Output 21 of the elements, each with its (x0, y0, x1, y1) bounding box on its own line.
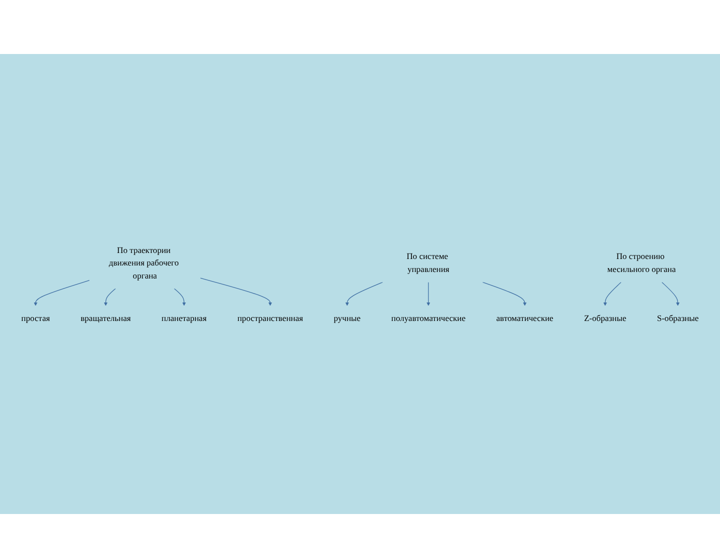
node-text: вращательная (80, 313, 131, 323)
node-text: S-образные (656, 313, 699, 323)
node-text: автоматические (496, 313, 554, 323)
node-text: пространственная (237, 313, 304, 323)
node-text: планетарная (162, 313, 207, 323)
arrow (603, 282, 622, 306)
node-text: Z-образные (584, 313, 626, 323)
node-text: ручные (334, 313, 361, 323)
arrow (345, 282, 384, 306)
arrow (34, 280, 90, 306)
node-text: простая (21, 313, 50, 323)
node-text: полуавтоматические (391, 313, 466, 323)
arrow (662, 282, 680, 306)
node-text: По траектории движения рабочего органа (108, 245, 179, 280)
arrow (174, 288, 186, 306)
node-text: По строению месильного органа (607, 252, 676, 274)
arrow (482, 282, 527, 306)
arrow (200, 277, 272, 306)
arrow (426, 282, 430, 306)
node-text: По системе управления (406, 252, 450, 274)
arrow (104, 288, 116, 306)
